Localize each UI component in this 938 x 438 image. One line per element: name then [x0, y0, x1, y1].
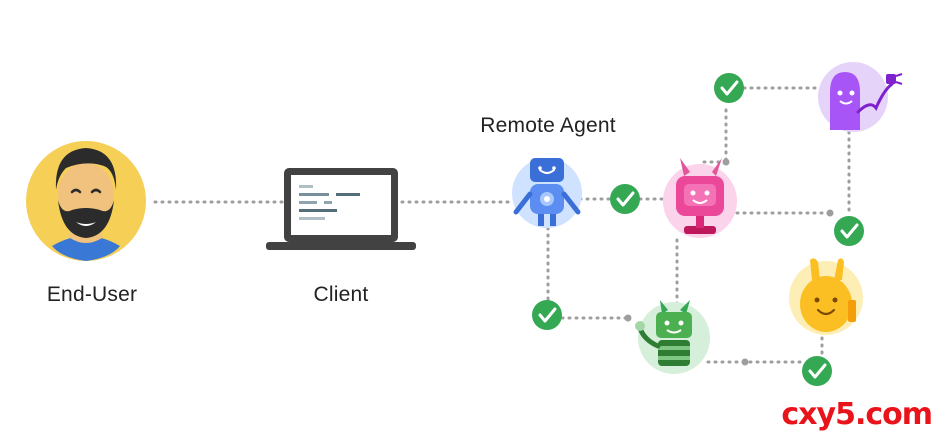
yellow-agent-robot — [789, 258, 863, 335]
end-user-avatar — [26, 141, 146, 261]
client-label: Client — [313, 283, 369, 306]
check-icon — [834, 216, 864, 246]
remote-agent-label: Remote Agent — [480, 114, 616, 137]
green-agent-robot — [635, 300, 710, 374]
check-icon — [610, 184, 640, 214]
end-user-label: End-User — [46, 283, 138, 306]
check-icon — [532, 300, 562, 330]
connector-dots — [624, 158, 834, 366]
remote-agent-robot — [512, 158, 582, 228]
watermark: cxy5.com — [781, 397, 933, 432]
laptop-icon — [266, 168, 416, 250]
check-icon — [802, 356, 832, 386]
check-icon — [714, 73, 744, 103]
purple-agent-robot — [818, 62, 903, 132]
pink-agent-robot — [663, 158, 737, 238]
connectors — [153, 86, 851, 364]
